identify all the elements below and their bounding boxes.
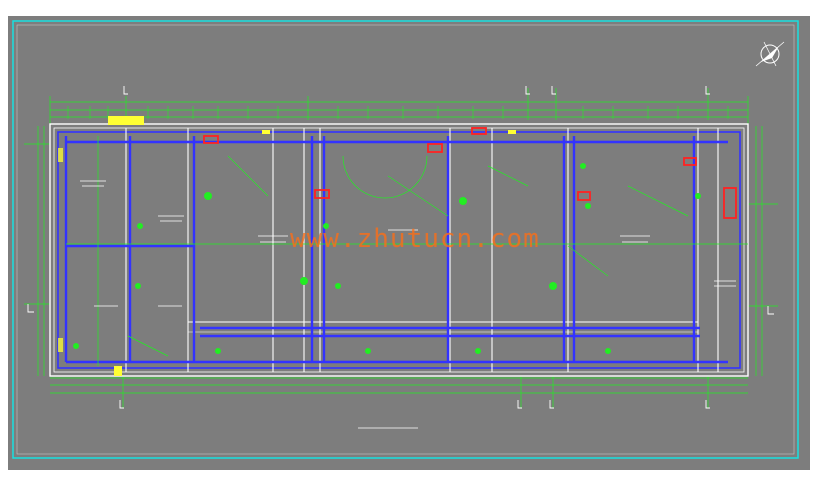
red-fixtures <box>203 127 737 219</box>
side-dimensions <box>24 126 778 376</box>
top-dimension-ticks <box>67 106 729 119</box>
internal-annotations <box>66 136 748 366</box>
watermark-text: www.zhutucn.com <box>290 224 540 254</box>
north-arrow-icon <box>755 41 785 67</box>
pipe-network <box>64 136 728 364</box>
annotation-text-marks <box>80 180 736 429</box>
floor-plan-drawing <box>12 20 799 459</box>
bottom-dimensions <box>50 376 748 408</box>
sheet-frame <box>12 20 799 459</box>
drawing-canvas[interactable]: www.zhutucn.com <box>8 16 810 470</box>
interior-walls <box>125 128 719 372</box>
grid-label-marks <box>27 86 774 409</box>
building-walls <box>49 123 749 377</box>
top-dimensions <box>49 88 749 124</box>
sheet-inner-border <box>16 24 795 455</box>
yellow-fixtures <box>58 116 516 376</box>
fixture-symbols <box>73 163 701 354</box>
